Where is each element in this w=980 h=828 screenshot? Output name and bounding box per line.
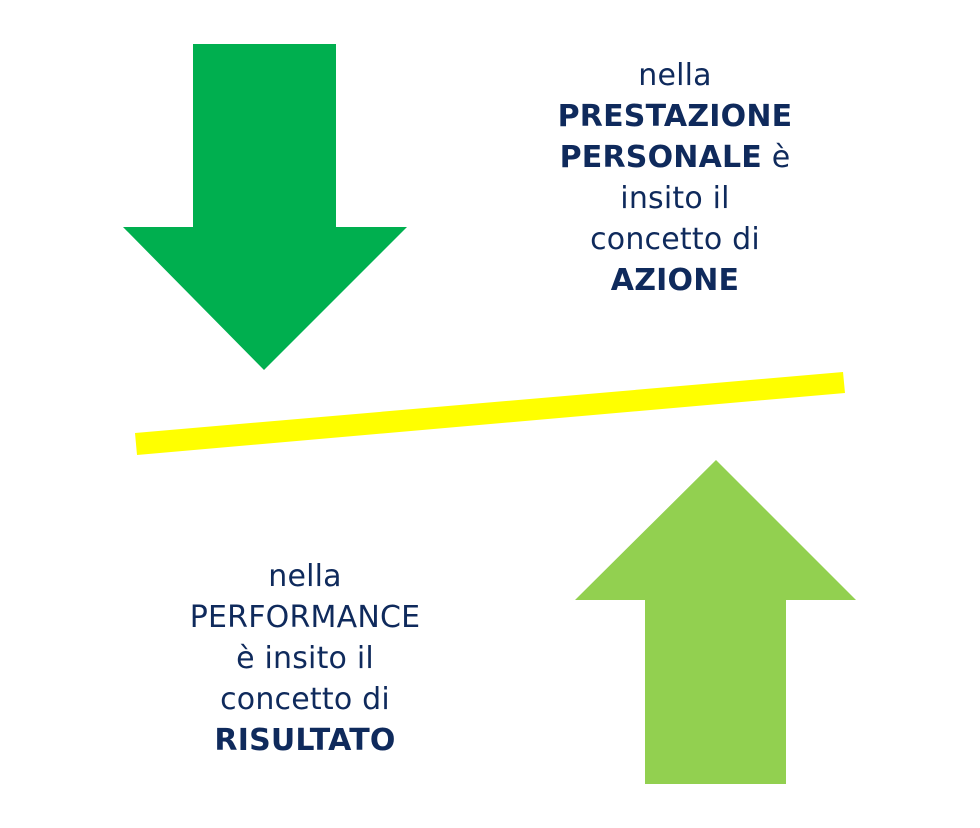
caption-line: insito il bbox=[620, 181, 730, 216]
prestazione-keyword: PRESTAZIONE bbox=[557, 99, 793, 134]
caption-line: è insito il bbox=[236, 641, 374, 676]
up-arrow bbox=[575, 460, 856, 784]
caption-line: concetto di bbox=[590, 222, 760, 257]
action-caption: nella PRESTAZIONE PERSONALE è insito il … bbox=[540, 55, 810, 301]
result-caption: nella PERFORMANCE è insito il concetto d… bbox=[150, 556, 460, 761]
caption-line-bold: PRESTAZIONE bbox=[540, 96, 810, 137]
azione-keyword: AZIONE bbox=[610, 263, 740, 298]
caption-line: PERFORMANCE bbox=[189, 600, 421, 635]
caption-line: nella bbox=[638, 58, 712, 93]
caption-line-mixed: PERSONALE è bbox=[540, 137, 810, 178]
caption-line-bold: AZIONE bbox=[540, 260, 810, 301]
divider-line bbox=[135, 372, 845, 455]
caption-line: nella bbox=[268, 559, 342, 594]
caption-fragment: è bbox=[762, 140, 791, 175]
personale-keyword: PERSONALE bbox=[559, 140, 763, 175]
caption-line-bold: RISULTATO bbox=[150, 720, 460, 761]
down-arrow bbox=[123, 44, 407, 370]
caption-line: concetto di bbox=[220, 682, 390, 717]
risultato-keyword: RISULTATO bbox=[214, 723, 396, 758]
